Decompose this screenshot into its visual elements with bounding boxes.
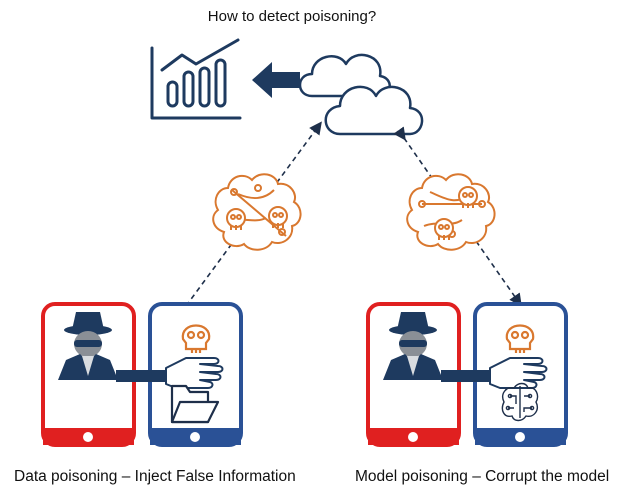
home-button	[83, 432, 93, 442]
hand-icon	[165, 357, 224, 389]
hacker-icon	[383, 312, 443, 380]
left-arrow-icon	[252, 62, 300, 98]
home-button	[408, 432, 418, 442]
hacker-icon	[58, 312, 118, 380]
skull-icon	[505, 324, 535, 353]
data-poisoning-caption: Data poisoning – Inject False Informatio…	[14, 468, 296, 485]
poisoned-brain-icon	[212, 173, 302, 251]
diagram-title: How to detect poisoning?	[207, 8, 377, 25]
cloud-icon	[298, 53, 391, 98]
arm-icon	[116, 370, 168, 382]
cloud-icon	[324, 85, 424, 136]
folder-icon	[170, 384, 220, 424]
model-poisoning-caption: Model poisoning – Corrupt the model	[355, 468, 610, 485]
skull-icon	[181, 324, 211, 353]
dashed-arrow-left-up	[175, 121, 322, 318]
ai-brain-icon	[501, 382, 539, 422]
hand-icon	[489, 357, 548, 389]
poisoned-brain-icon	[406, 173, 496, 251]
bar-chart-trend-icon	[150, 38, 242, 120]
arm-icon	[441, 370, 492, 382]
home-button	[190, 432, 200, 442]
home-button	[515, 432, 525, 442]
